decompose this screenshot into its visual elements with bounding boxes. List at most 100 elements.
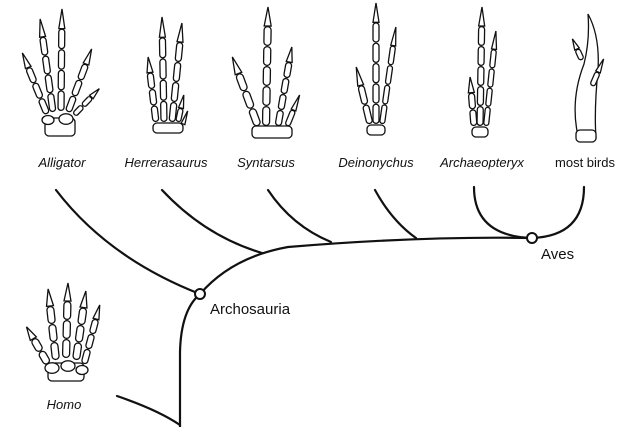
branch-root-to-archosauria (178, 292, 202, 429)
alligator-phalanx (65, 95, 77, 113)
deinonychus-phalanx (372, 22, 380, 43)
most-birds-wrist (575, 129, 597, 143)
herrerasaurus-phalanx (170, 81, 180, 103)
deinonychus-phalanx (382, 84, 391, 105)
taxon-label-homo: Homo (47, 397, 82, 412)
taxon-label-herrerasaurus: Herrerasaurus (124, 155, 208, 170)
herrerasaurus-phalanx (176, 22, 184, 44)
syntarsus-phalanx (290, 94, 301, 112)
herrerasaurus-phalanx (158, 37, 167, 59)
deinonychus-phalanx (389, 26, 397, 47)
deinonychus-phalanx (372, 103, 380, 125)
syntarsus-phalanx (283, 61, 293, 79)
herrerasaurus-phalanx (174, 41, 184, 63)
homo-phalanx (74, 324, 85, 343)
alligator-carpal (41, 114, 55, 126)
syntarsus-phalanx (248, 108, 261, 127)
herrerasaurus-phalanx (172, 61, 182, 83)
alligator-phalanx (47, 93, 57, 113)
homo-phalanx (38, 350, 51, 365)
archaeopteryx-phalanx (477, 45, 485, 67)
archaeopteryx-phalanx (490, 30, 498, 51)
homo-phalanx (48, 323, 58, 343)
alligator-phalanx (38, 18, 47, 38)
most-birds-phalanx (571, 38, 581, 51)
branch-syntarsus (266, 188, 333, 244)
branch-aves-right (530, 185, 586, 240)
herrerasaurus-hand-illustration (146, 16, 189, 134)
syntarsus-hand-illustration (231, 6, 301, 139)
archaeopteryx-phalanx (489, 49, 497, 69)
homo-phalanx (50, 341, 60, 361)
alligator-phalanx (77, 63, 89, 81)
deinonychus-phalanx (362, 104, 373, 125)
homo-phalanx (89, 318, 99, 335)
alligator-phalanx (21, 52, 33, 70)
herrerasaurus-phalanx (177, 94, 185, 110)
syntarsus-phalanx (285, 109, 296, 127)
alligator-phalanx (42, 55, 51, 75)
syntarsus-phalanx (263, 6, 272, 27)
syntarsus-phalanx (262, 65, 272, 87)
syntarsus-phalanx (262, 85, 271, 107)
archaeopteryx-phalanx (483, 106, 491, 127)
herrerasaurus-phalanx (159, 79, 168, 101)
archaeopteryx-wrist (471, 126, 489, 138)
archaeopteryx-phalanx (476, 105, 484, 127)
alligator-phalanx (38, 98, 50, 115)
deinonychus-phalanx (384, 65, 394, 85)
branch-archosauria-spine (198, 236, 534, 296)
deinonychus-phalanx (379, 104, 388, 125)
herrerasaurus-phalanx (159, 58, 167, 80)
homo-phalanx (45, 288, 55, 308)
deinonychus-phalanx (372, 42, 380, 64)
homo-phalanx (85, 333, 95, 350)
homo-phalanx (61, 338, 71, 359)
herrerasaurus-phalanx (146, 56, 154, 74)
archaeopteryx-phalanx (487, 68, 495, 88)
alligator-carpal (58, 113, 74, 125)
taxon-label-archaeopteryx: Archaeopteryx (439, 155, 524, 170)
homo-phalanx (72, 342, 83, 361)
syntarsus-phalanx (231, 56, 243, 76)
tree-branches (54, 185, 586, 429)
homo-phalanx (81, 348, 91, 365)
most-birds-phalanx (575, 48, 584, 61)
archaeopteryx-phalanx (477, 25, 486, 47)
syntarsus-phalanx (274, 109, 284, 127)
deinonychus-wrist (366, 124, 386, 136)
archaeopteryx-phalanx (477, 6, 486, 27)
homo-phalanx (92, 304, 101, 321)
herrerasaurus-phalanx (160, 100, 168, 123)
aves-node (526, 232, 538, 244)
taxon-label-most-birds: most birds (555, 155, 615, 170)
alligator-phalanx (44, 74, 54, 94)
archosauria-label: Archosauria (210, 301, 291, 318)
herrerasaurus-phalanx (150, 105, 160, 123)
most-birds-phalanx (594, 58, 605, 74)
alligator-phalanx (73, 105, 84, 116)
branch-deinonychus (373, 188, 418, 240)
herrerasaurus-wrist (152, 122, 184, 134)
alligator-phalanx (39, 36, 49, 56)
archaeopteryx-phalanx (485, 87, 493, 107)
archaeopteryx-phalanx (477, 65, 485, 87)
herrerasaurus-phalanx (180, 110, 189, 126)
homo-phalanx (25, 326, 38, 342)
alligator-phalanx (58, 8, 66, 30)
alligator-phalanx (88, 88, 100, 100)
deinonychus-phalanx (372, 2, 380, 23)
alligator-phalanx (32, 82, 44, 99)
homo-phalanx (63, 282, 72, 302)
syntarsus-phalanx (235, 73, 248, 92)
most-birds-carpometacarpus (574, 13, 599, 139)
homo-hand-illustration (25, 282, 101, 382)
archaeopteryx-phalanx (467, 76, 476, 94)
syntarsus-phalanx (263, 25, 272, 47)
herrerasaurus-phalanx (146, 72, 156, 90)
aves-label: Aves (541, 246, 574, 263)
branch-herrerasaurus (160, 188, 264, 255)
herrerasaurus-phalanx (148, 88, 158, 106)
